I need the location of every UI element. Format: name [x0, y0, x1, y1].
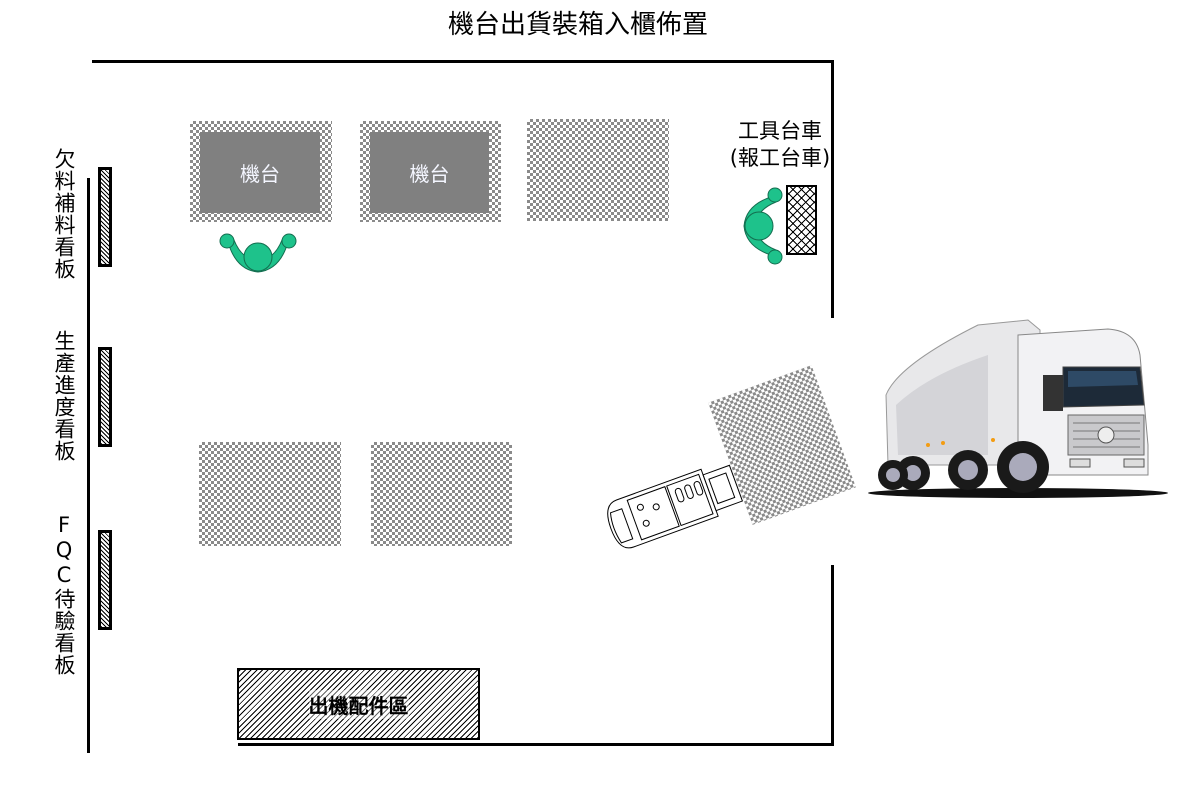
tool-cart-label-line2: (報工台車)	[729, 146, 831, 170]
machine-label: 機台	[200, 132, 320, 213]
machine-label: 機台	[370, 132, 489, 213]
truck-icon	[868, 319, 1168, 498]
diagram-title: 機台出貨裝箱入櫃佈置	[447, 10, 708, 40]
tool-cart	[786, 185, 817, 255]
pallet-area	[527, 119, 669, 221]
wall-right-lower	[831, 565, 834, 746]
accessory-area-label: 出機配件區	[308, 689, 409, 719]
wall-right-upper	[831, 60, 834, 318]
operator-icon	[743, 187, 783, 265]
wall-left	[87, 178, 90, 753]
wall-top	[92, 60, 834, 63]
progress-board	[98, 347, 112, 447]
progress-board-label: 生產進度看板	[52, 330, 76, 462]
machine-station-2: 機台	[360, 121, 501, 222]
tool-cart-label-line1: 工具台車	[738, 119, 822, 143]
tool-cart-label: 工具台車 (報工台車)	[700, 118, 860, 172]
pallet-area	[199, 442, 341, 546]
material-board	[98, 167, 112, 267]
pallet-area	[371, 442, 512, 546]
operator-icon	[219, 233, 297, 273]
material-board-label: 欠料補料看板	[52, 148, 76, 280]
machine-station-1: 機台	[190, 121, 332, 222]
fqc-board-label: FQC待驗看板	[52, 513, 76, 676]
accessory-area: 出機配件區	[237, 668, 480, 740]
fqc-board	[98, 530, 112, 630]
wall-bottom	[238, 743, 834, 746]
forklift-icon	[607, 464, 744, 549]
